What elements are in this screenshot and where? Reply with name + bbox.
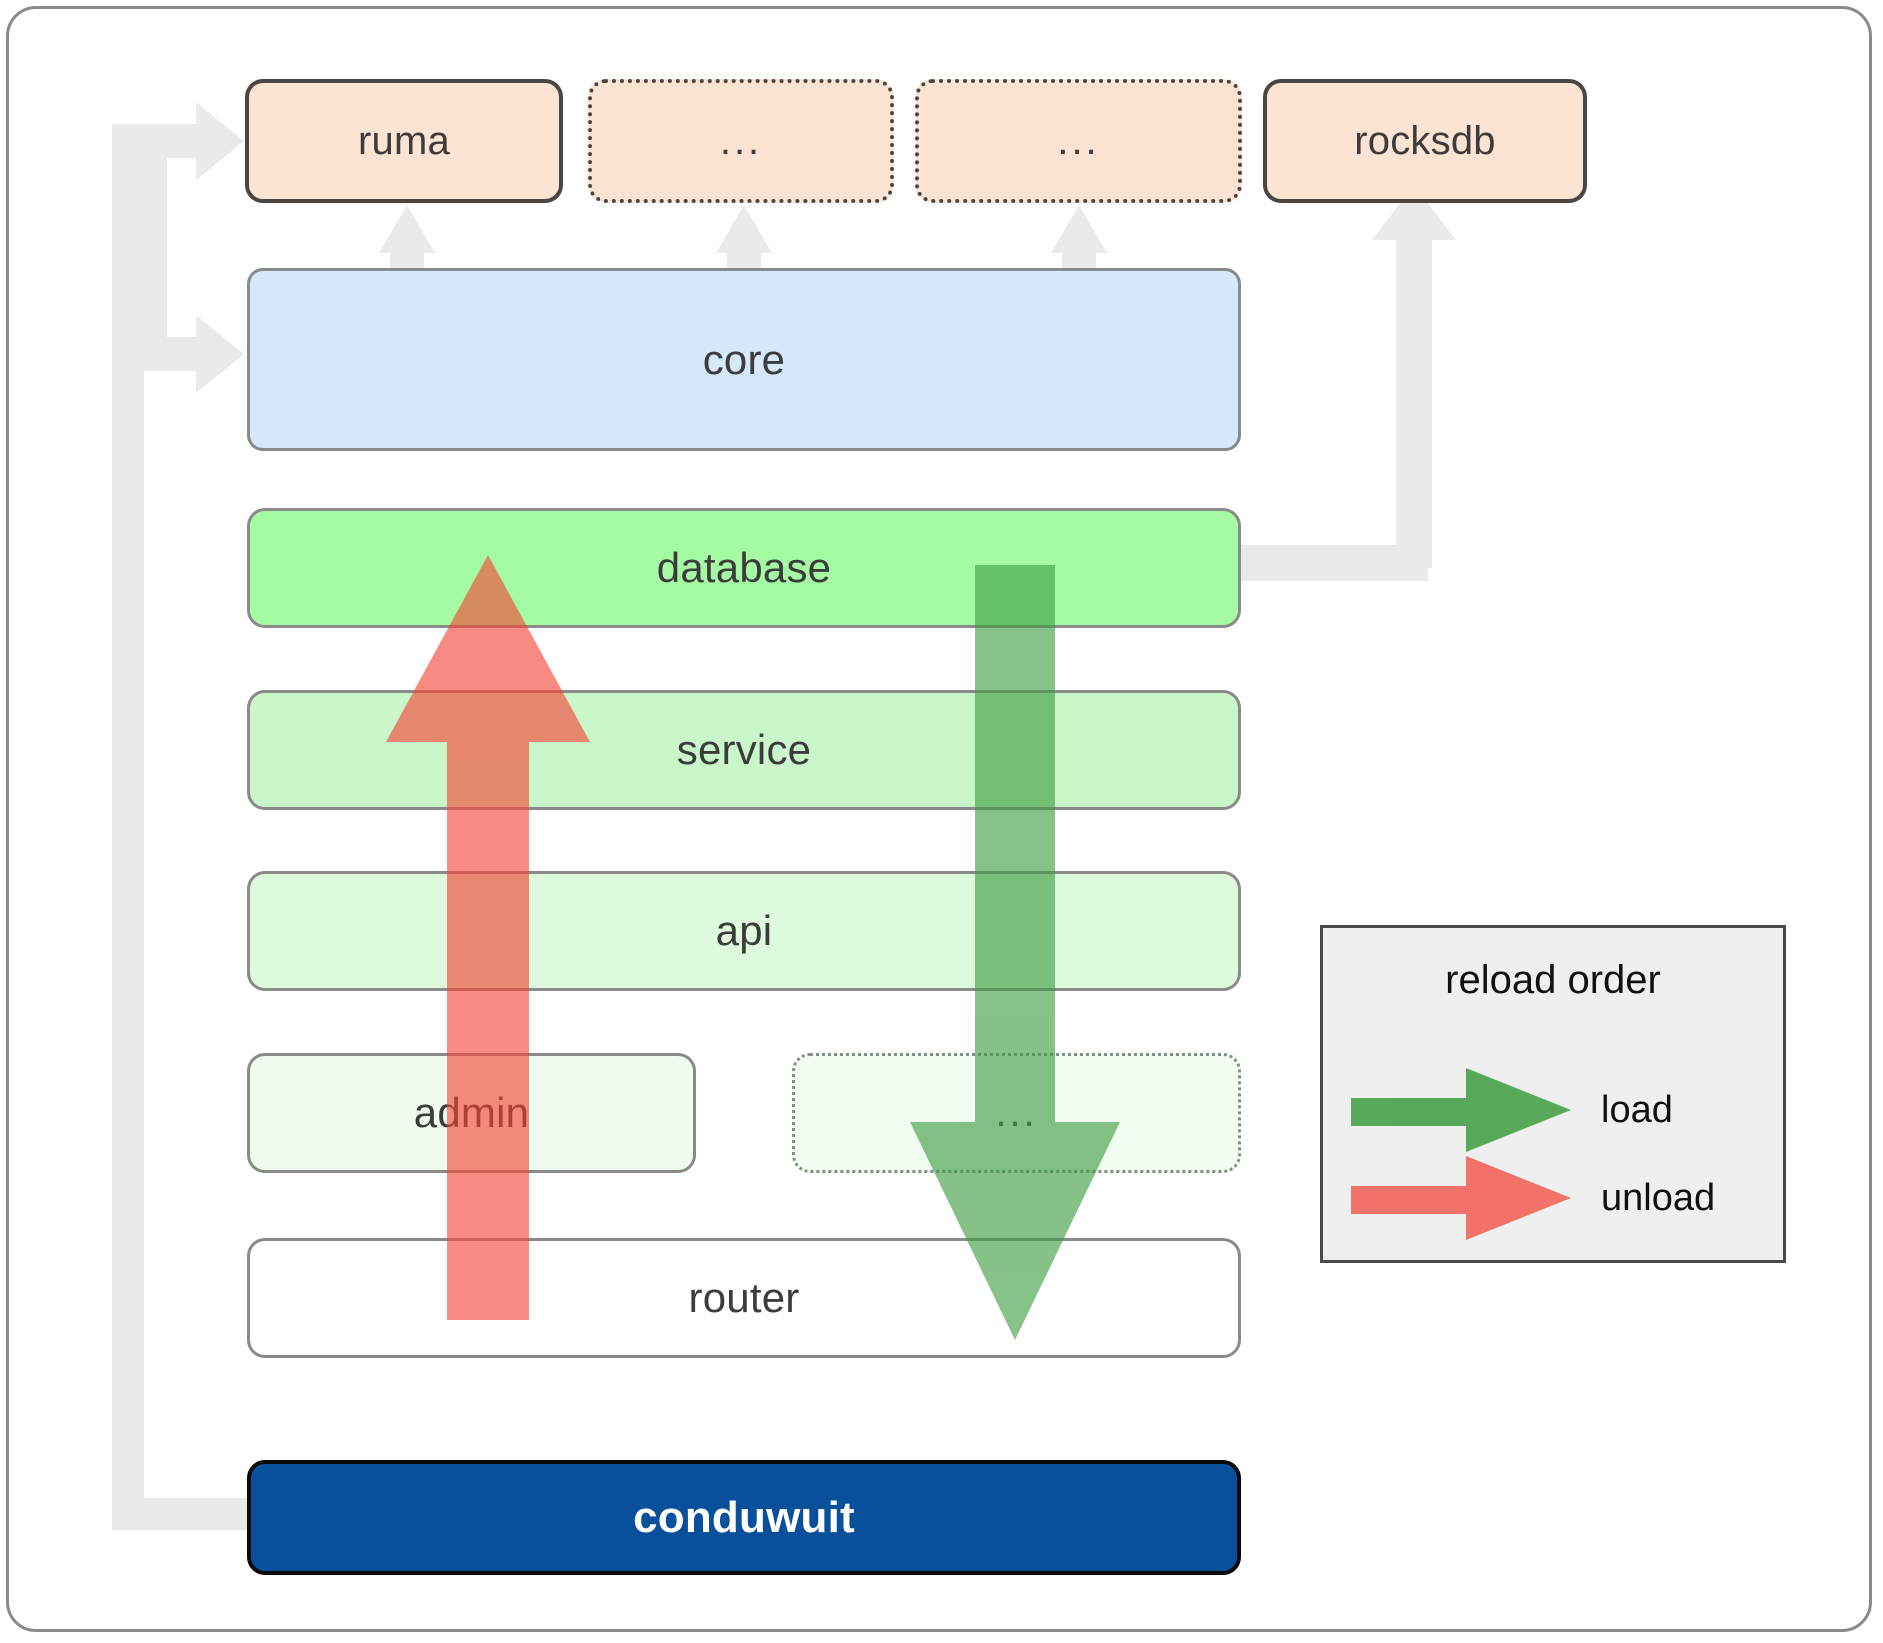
dependency-label: ...	[719, 118, 763, 163]
layer-label: service	[676, 726, 812, 773]
diagram-frame	[6, 6, 1872, 1632]
dependency-label: ...	[1057, 118, 1100, 163]
legend-label-load: load	[1601, 1088, 1673, 1131]
layer-label: ...	[995, 1090, 1038, 1135]
layer-box-service[interactable]: service	[247, 690, 1241, 810]
application-label: conduwuit	[633, 1492, 855, 1542]
legend-title: reload order	[1445, 958, 1661, 1002]
layer-box-admin[interactable]: admin	[247, 1053, 696, 1173]
core-box[interactable]: core	[247, 268, 1241, 451]
dependency-box-ruma[interactable]: ruma	[245, 79, 563, 203]
layer-label: admin	[413, 1089, 530, 1136]
legend-panel: reload order load unload	[1320, 925, 1786, 1263]
dependency-box-dots-2[interactable]: ...	[915, 79, 1242, 203]
load-arrow-icon	[1351, 1068, 1571, 1152]
dependency-label: ruma	[358, 118, 450, 163]
dependency-box-rocksdb[interactable]: rocksdb	[1263, 79, 1587, 203]
unload-arrow-icon	[1351, 1156, 1571, 1240]
layer-label: router	[688, 1274, 800, 1321]
layer-box-database[interactable]: database	[247, 508, 1241, 628]
layer-box-api[interactable]: api	[247, 871, 1241, 991]
legend-entry-load: load	[1351, 1068, 1771, 1152]
legend-label-unload: unload	[1601, 1176, 1716, 1219]
dependency-box-dots-1[interactable]: ...	[588, 79, 894, 203]
legend-entry-unload: unload	[1351, 1156, 1771, 1240]
layer-label: api	[715, 907, 773, 954]
layer-box-router[interactable]: router	[247, 1238, 1241, 1358]
layer-box-dots[interactable]: ...	[792, 1053, 1241, 1173]
application-box-conduwuit[interactable]: conduwuit	[247, 1460, 1241, 1575]
dependency-label: rocksdb	[1354, 118, 1496, 163]
core-label: core	[702, 335, 786, 383]
layer-label: database	[656, 544, 832, 591]
